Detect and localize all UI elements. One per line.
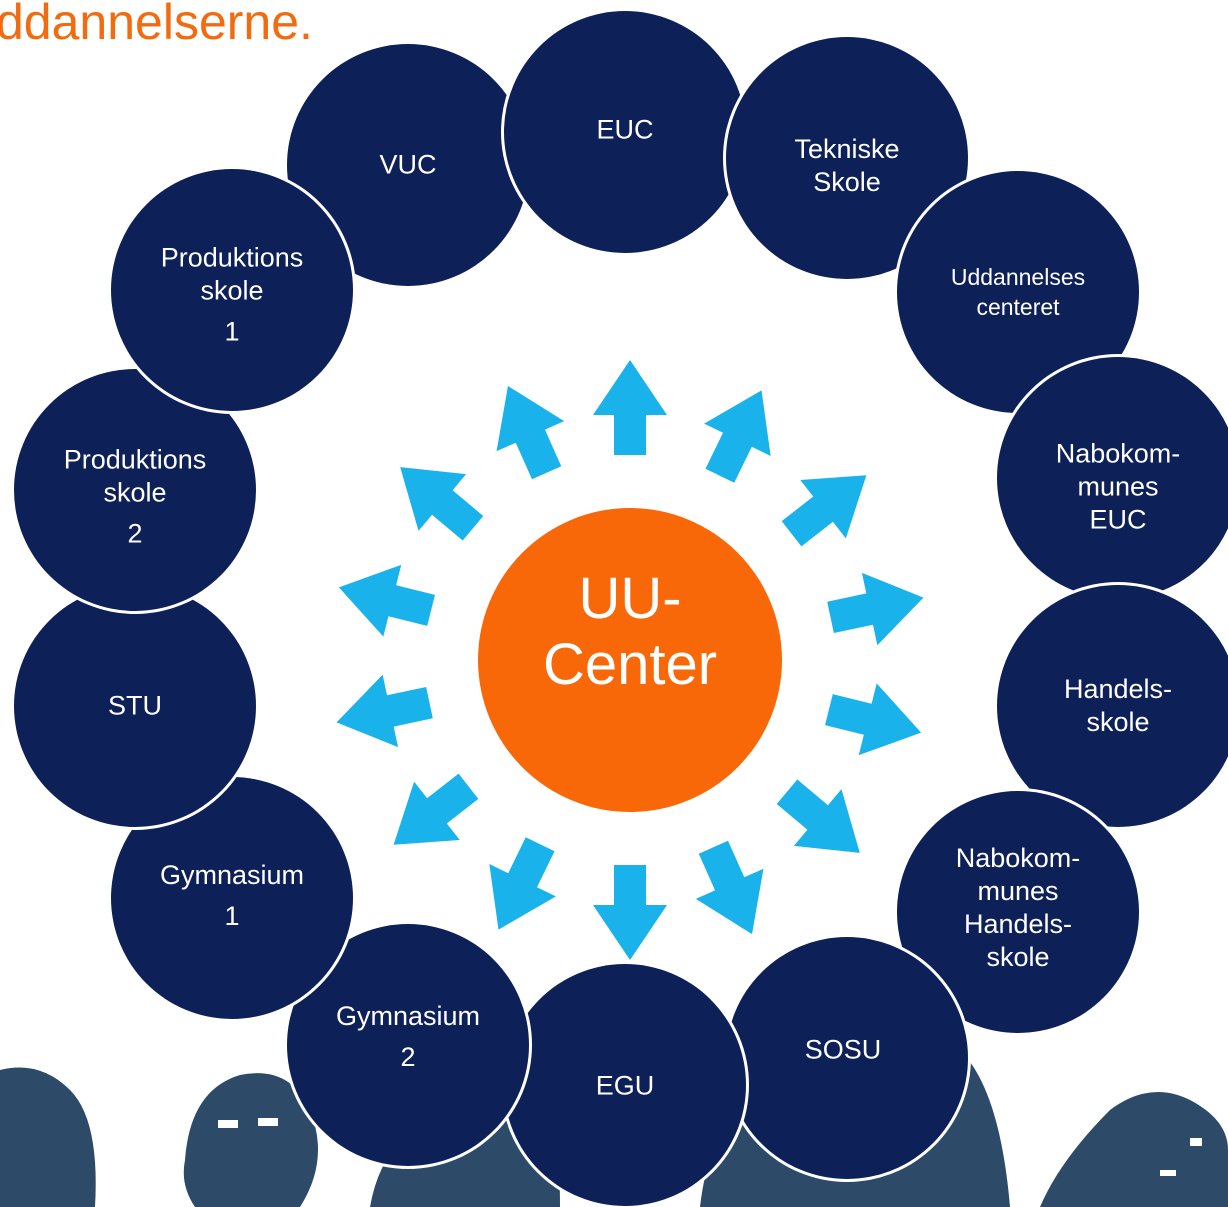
- school-node-circle: [997, 585, 1228, 827]
- school-node-label-line: Produktions: [63, 444, 207, 475]
- school-node-label-line: Handels-: [1063, 674, 1173, 704]
- school-node-circle: [14, 585, 256, 827]
- school-node-label-line: STU: [108, 690, 162, 721]
- school-node-circle: [726, 937, 968, 1179]
- school-node-label-line: skole: [986, 942, 1050, 972]
- arrow: [781, 475, 867, 547]
- school-node-circle: [504, 964, 746, 1206]
- school-node-label: Gymnasium 1: [160, 859, 304, 933]
- school-node-label-line: 2: [127, 518, 143, 549]
- school-node-label-line: Gymnasium: [159, 860, 305, 890]
- school-node-label-line: skole: [103, 477, 167, 508]
- arrow: [593, 865, 667, 960]
- school-node-label-line: SOSU: [804, 1034, 882, 1065]
- school-node-circle: [111, 169, 353, 411]
- school-node-label-line: VUC: [379, 149, 437, 180]
- arrow: [496, 385, 565, 480]
- school-node-label: SOSU: [805, 1034, 882, 1067]
- arrow: [827, 572, 924, 646]
- school-node-label-line: Handels-: [963, 909, 1073, 939]
- arrow: [825, 683, 922, 756]
- arrow: [593, 360, 667, 455]
- school-node-label-line: 2: [400, 1042, 416, 1072]
- school-node-label: Gymnasium 2: [336, 1000, 480, 1074]
- page-title: ddannelserne.: [0, 0, 313, 50]
- hub-label-line-1: UU-: [578, 566, 682, 631]
- arrow: [704, 390, 771, 483]
- school-node-label: EUC: [596, 114, 653, 147]
- arrow: [393, 773, 479, 845]
- school-node-label-line: centeret: [976, 294, 1060, 320]
- hub-label: UU- Center: [543, 566, 717, 698]
- school-node-label-line: munes: [1077, 471, 1159, 502]
- arrow: [489, 837, 556, 930]
- arrow: [400, 467, 484, 541]
- school-node-label: STU: [108, 690, 162, 723]
- school-node-label: EGU: [596, 1070, 655, 1103]
- hub-circle: [478, 508, 782, 812]
- school-node-label-line: EUC: [596, 114, 654, 145]
- school-node-label-line: munes: [977, 876, 1059, 906]
- school-node-label: VUC: [379, 149, 436, 182]
- school-node-label-line: Nabokom-: [955, 843, 1081, 873]
- school-node-label-line: Gymnasium: [335, 1001, 481, 1031]
- arrow: [336, 674, 433, 748]
- school-node-label-line: Tekniske: [794, 134, 900, 164]
- school-node-label: Handels-skole: [1064, 673, 1172, 739]
- school-node-label: Uddannelses centeret: [951, 262, 1085, 322]
- school-node-circle: [997, 357, 1228, 599]
- arrow: [776, 779, 860, 853]
- school-node-circle: [504, 11, 746, 253]
- school-node-label-line: skole: [1086, 707, 1150, 737]
- school-node-label-line: 1: [224, 901, 240, 931]
- school-node-label-line: skole: [200, 275, 264, 306]
- hub-label-line-2: Center: [542, 632, 718, 697]
- school-node-label-line: 1: [224, 316, 240, 347]
- school-node-label-line: Skole: [813, 167, 881, 197]
- arrow: [338, 564, 435, 637]
- school-node-label-line: EGU: [595, 1070, 655, 1101]
- school-node-label-line: Nabokom-: [1055, 438, 1181, 469]
- arrow: [695, 840, 764, 935]
- school-node-label-line: EUC: [1089, 504, 1147, 535]
- school-node-label-line: Produktions: [160, 242, 304, 273]
- school-node-label-line: Uddannelses: [950, 264, 1086, 290]
